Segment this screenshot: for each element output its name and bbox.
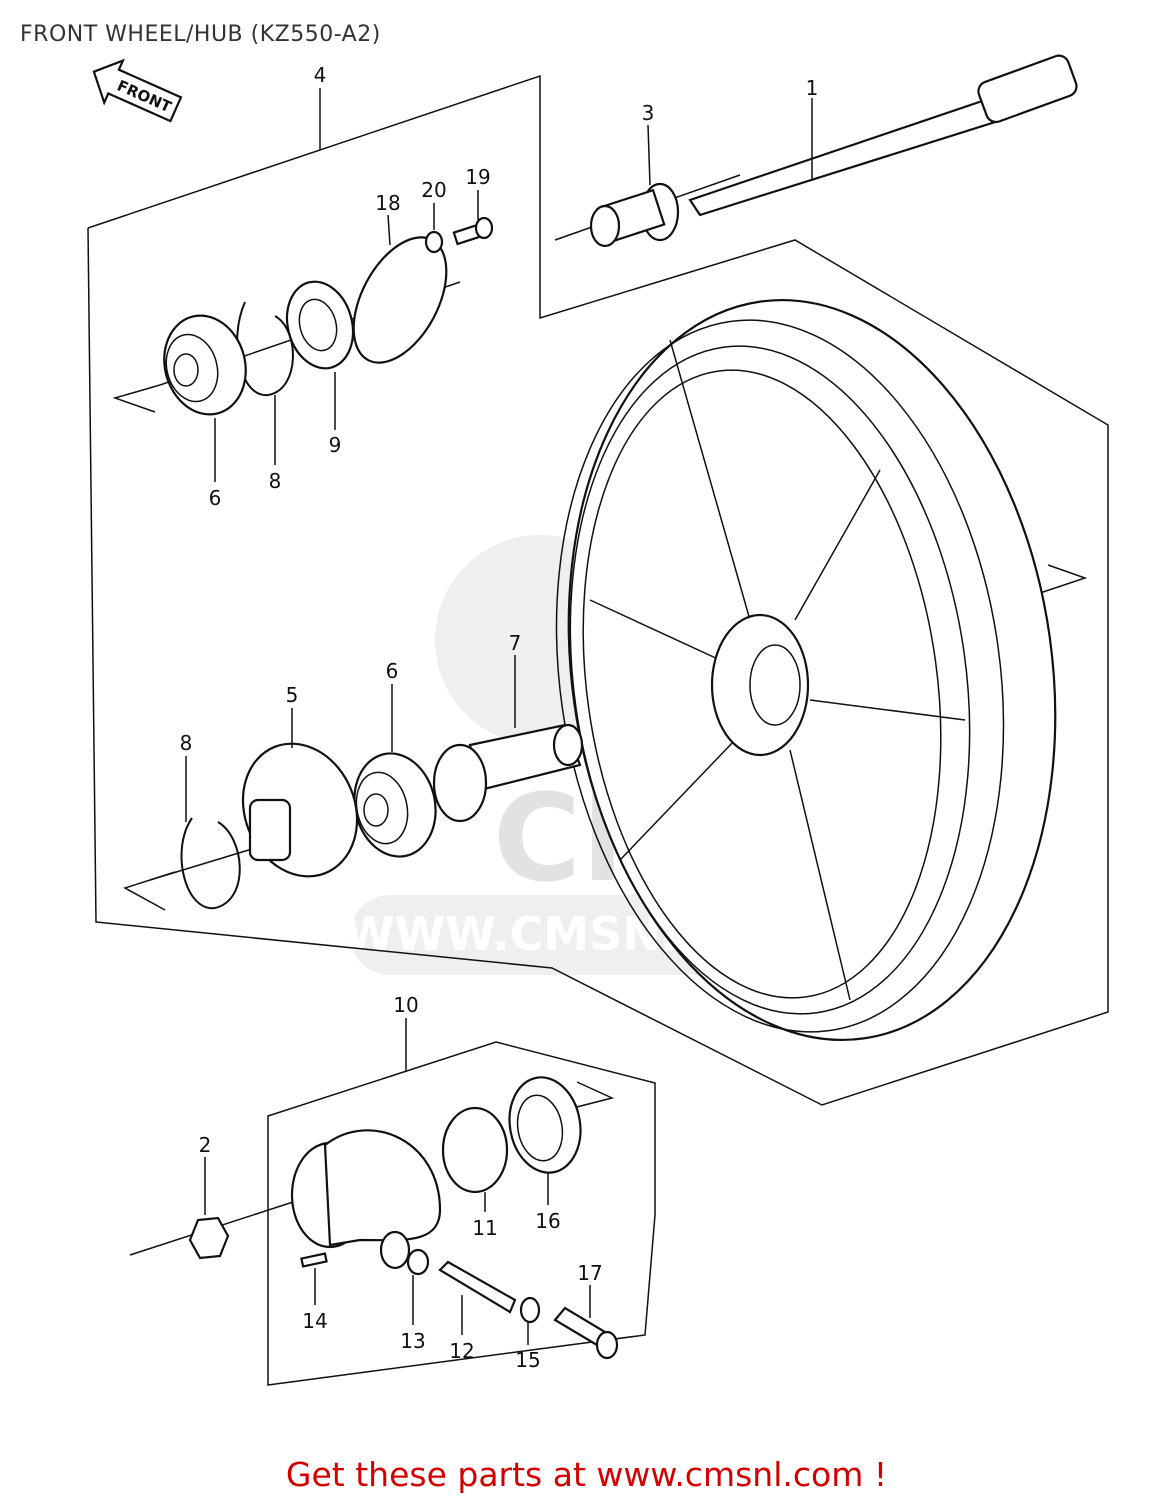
part-washer	[424, 230, 444, 254]
direction-arrow-icon	[1039, 564, 1088, 594]
direction-arrow-icon	[564, 1081, 615, 1111]
callout-6-upper: 6	[209, 486, 222, 510]
part-bearing-lower	[353, 743, 488, 858]
part-washer-pinion	[519, 1296, 541, 1324]
callout-5: 5	[286, 683, 299, 707]
part-circlip-lower	[180, 817, 241, 910]
exploded-parts-diagram: CMS WWW.CMSNL.COM FRONT	[87, 54, 1109, 1386]
part-gear-housing	[290, 1129, 442, 1270]
callout-1: 1	[806, 76, 819, 100]
part-bolt	[452, 216, 494, 246]
callout-8-lower: 8	[180, 731, 193, 755]
assembly-outline-10	[267, 1041, 656, 1386]
part-cover	[352, 236, 448, 364]
part-axle	[688, 54, 1078, 217]
callout-14: 14	[302, 1309, 327, 1333]
front-direction-sign: FRONT	[92, 58, 183, 123]
part-oil-seal	[285, 280, 355, 370]
callout-19: 19	[465, 165, 490, 189]
assembly-outline-4	[87, 74, 1109, 1106]
part-pinion	[438, 1260, 517, 1314]
callout-9: 9	[329, 433, 342, 457]
footer-cta: Get these parts at www.cmsnl.com !	[0, 1455, 1173, 1494]
callout-10: 10	[393, 993, 418, 1017]
part-cast-wheel	[555, 299, 1057, 1041]
leader-lines	[185, 88, 813, 1345]
callout-3: 3	[642, 101, 655, 125]
callout-6-lower: 6	[386, 659, 399, 683]
callout-15: 15	[515, 1348, 540, 1372]
page-title: FRONT WHEEL/HUB (KZ550-A2)	[20, 22, 381, 47]
footer-link[interactable]: Get these parts at www.cmsnl.com !	[285, 1455, 888, 1494]
direction-arrow-icon	[112, 384, 161, 413]
callout-17: 17	[577, 1261, 602, 1285]
part-collar	[589, 182, 680, 248]
callout-20: 20	[421, 178, 446, 202]
wheel-spokes	[589, 339, 966, 1001]
callout-16: 16	[535, 1209, 560, 1233]
part-washer-hub	[406, 1248, 430, 1276]
part-bearing-upper	[163, 314, 247, 416]
part-grease-seal	[508, 1076, 582, 1174]
callout-7: 7	[509, 631, 522, 655]
callout-12: 12	[449, 1339, 474, 1363]
part-spacer	[468, 723, 584, 792]
callout-4: 4	[314, 63, 327, 87]
part-bushing	[553, 1306, 619, 1360]
direction-arrow-icon	[123, 871, 176, 911]
callout-8-upper: 8	[269, 469, 282, 493]
part-cover-plate	[241, 742, 359, 878]
part-pin	[300, 1252, 328, 1268]
callout-2: 2	[199, 1133, 212, 1157]
callout-11: 11	[472, 1216, 497, 1240]
part-speedometer-gear	[441, 1106, 509, 1194]
callout-13: 13	[400, 1329, 425, 1353]
part-axle-nut	[188, 1216, 230, 1260]
front-arrow-icon	[92, 58, 183, 123]
callout-18: 18	[375, 191, 400, 215]
